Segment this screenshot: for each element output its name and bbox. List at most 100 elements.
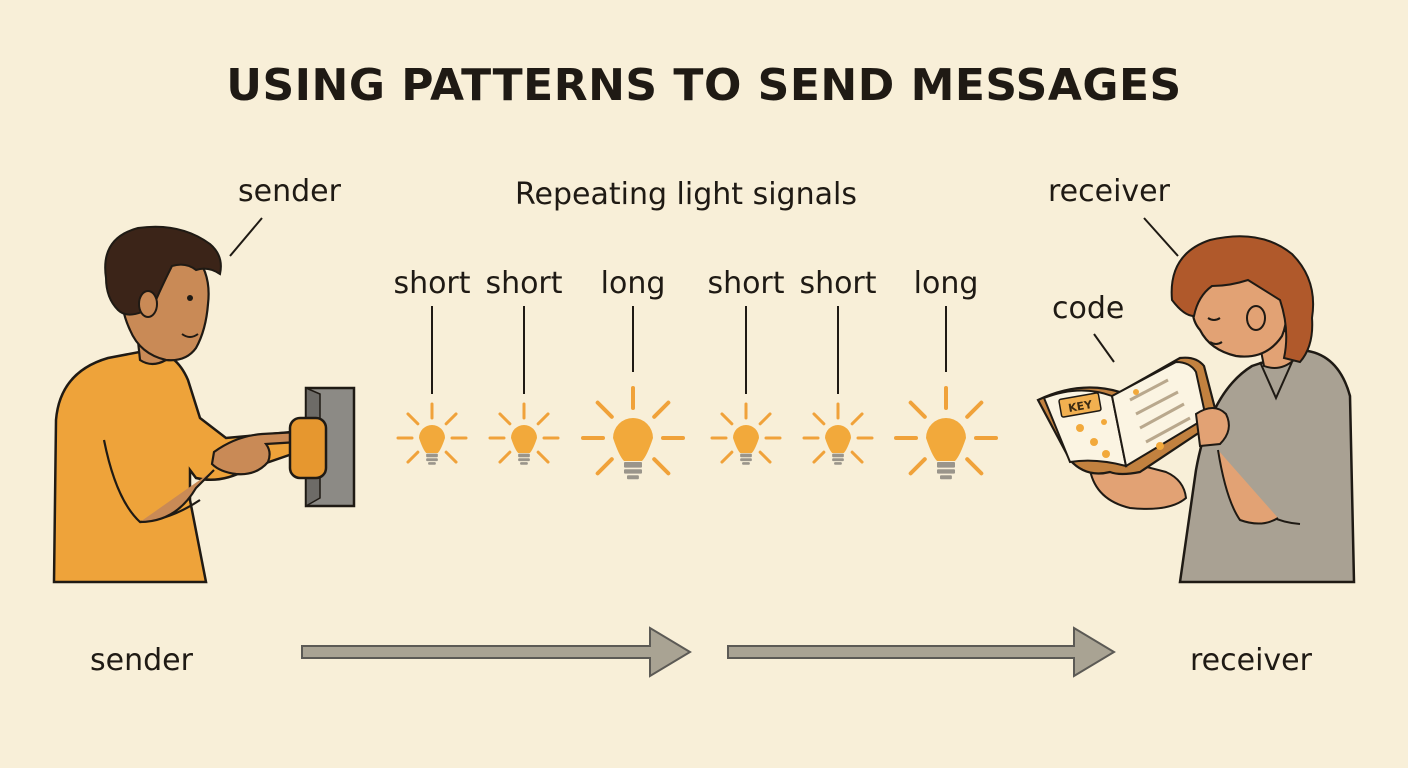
sender-hair [104, 225, 222, 316]
key-tab [1058, 392, 1102, 418]
light-ray [536, 450, 550, 464]
bulb-base [518, 458, 530, 462]
signal-label: short [485, 266, 562, 301]
receiver-eye [1207, 317, 1221, 321]
bulb-base [426, 453, 438, 458]
bulb-glass [613, 418, 653, 461]
lightbulb-long-icon [894, 386, 998, 480]
receiver-bottom-label: receiver [1190, 643, 1313, 678]
signal-label: short [393, 266, 470, 301]
light-ray [850, 412, 864, 426]
light-ray [758, 450, 772, 464]
receiver-ear [1246, 305, 1266, 331]
light-ray [758, 412, 772, 426]
sender-label: sender [238, 174, 342, 209]
receiver-label: receiver [1048, 174, 1171, 209]
light-ray [498, 450, 512, 464]
flow-arrow-1 [301, 626, 692, 678]
light-ray [444, 412, 458, 426]
bulb-base [742, 462, 750, 465]
bulb-base [834, 462, 842, 465]
signal-1: short [393, 266, 471, 465]
lightbulb-short-icon [802, 402, 874, 465]
code-label: code [1052, 291, 1124, 326]
signal-3: long [581, 266, 685, 480]
sender-hand [210, 430, 303, 476]
sender-mouth [181, 333, 199, 338]
bulb-base [624, 469, 642, 474]
book-bulb-icon [1102, 450, 1110, 458]
book-bulb-icon [1156, 442, 1164, 450]
light-ray [406, 412, 420, 426]
bulb-base [937, 469, 955, 474]
signal-label: short [799, 266, 876, 301]
signal-label: long [601, 266, 666, 301]
book-text-line [1135, 390, 1179, 416]
light-ray [406, 450, 420, 464]
sender-shirt [52, 348, 300, 584]
bulb-glass [926, 418, 966, 461]
light-ray [850, 450, 864, 464]
lightbulb-long-icon [581, 386, 685, 480]
sender-person [52, 225, 303, 584]
book-text-line [1145, 416, 1191, 444]
light-ray [498, 412, 512, 426]
book-bulb-icon [1133, 389, 1139, 395]
receiver-arm [1217, 449, 1279, 525]
bulb-base [937, 462, 955, 468]
light-ray [595, 400, 614, 419]
lightbulb-short-icon [488, 402, 560, 465]
lightbulb-short-icon [396, 402, 468, 465]
light-ray [720, 450, 734, 464]
receiver-person [1088, 235, 1356, 584]
bulb-glass [419, 425, 445, 453]
light-ray [965, 457, 984, 476]
bulb-base [426, 458, 438, 462]
light-ray [720, 412, 734, 426]
key-tab-label: KEY [1067, 398, 1094, 415]
bulb-base [832, 453, 844, 458]
lightbulb-short-icon [710, 402, 782, 465]
book-text-line [1139, 402, 1185, 430]
light-ray [652, 457, 671, 476]
book-right-page [1110, 360, 1208, 468]
flow-arrow-2 [727, 626, 1116, 678]
light-ray [965, 400, 984, 419]
receiver-mouth [1209, 341, 1223, 345]
sender-leader-line [229, 217, 263, 257]
signal-6: long [894, 266, 998, 480]
bulb-glass [733, 425, 759, 453]
sender-forearm [139, 469, 215, 524]
signal-4: short [707, 266, 785, 465]
sender-bottom-label: sender [90, 643, 194, 678]
bulb-base [740, 458, 752, 462]
light-ray [812, 450, 826, 464]
signal-label: short [707, 266, 784, 301]
signal-sequence: short short long short short long [393, 266, 998, 480]
light-ray [444, 450, 458, 464]
bulb-glass [511, 425, 537, 453]
diagram-title: USING PATTERNS TO SEND MESSAGES [226, 60, 1182, 111]
button-knob [288, 416, 328, 480]
book-bulb-icon [1090, 438, 1098, 446]
bulb-base [940, 475, 952, 480]
code-leader-line [1093, 333, 1115, 363]
code-book: KEY [1036, 356, 1230, 476]
light-ray [908, 457, 927, 476]
bulb-base [832, 458, 844, 462]
signal-2: short [485, 266, 563, 465]
light-ray [908, 400, 927, 419]
light-ray [812, 412, 826, 426]
signal-label: long [914, 266, 979, 301]
bulb-base [520, 462, 528, 465]
signals-subtitle: Repeating light signals [515, 177, 857, 212]
book-bulb-icon [1101, 419, 1107, 425]
bulb-base [428, 462, 436, 465]
bulb-base [627, 475, 639, 480]
light-ray [536, 412, 550, 426]
bulb-base [624, 462, 642, 468]
bulb-base [740, 453, 752, 458]
signal-5: short [799, 266, 877, 465]
